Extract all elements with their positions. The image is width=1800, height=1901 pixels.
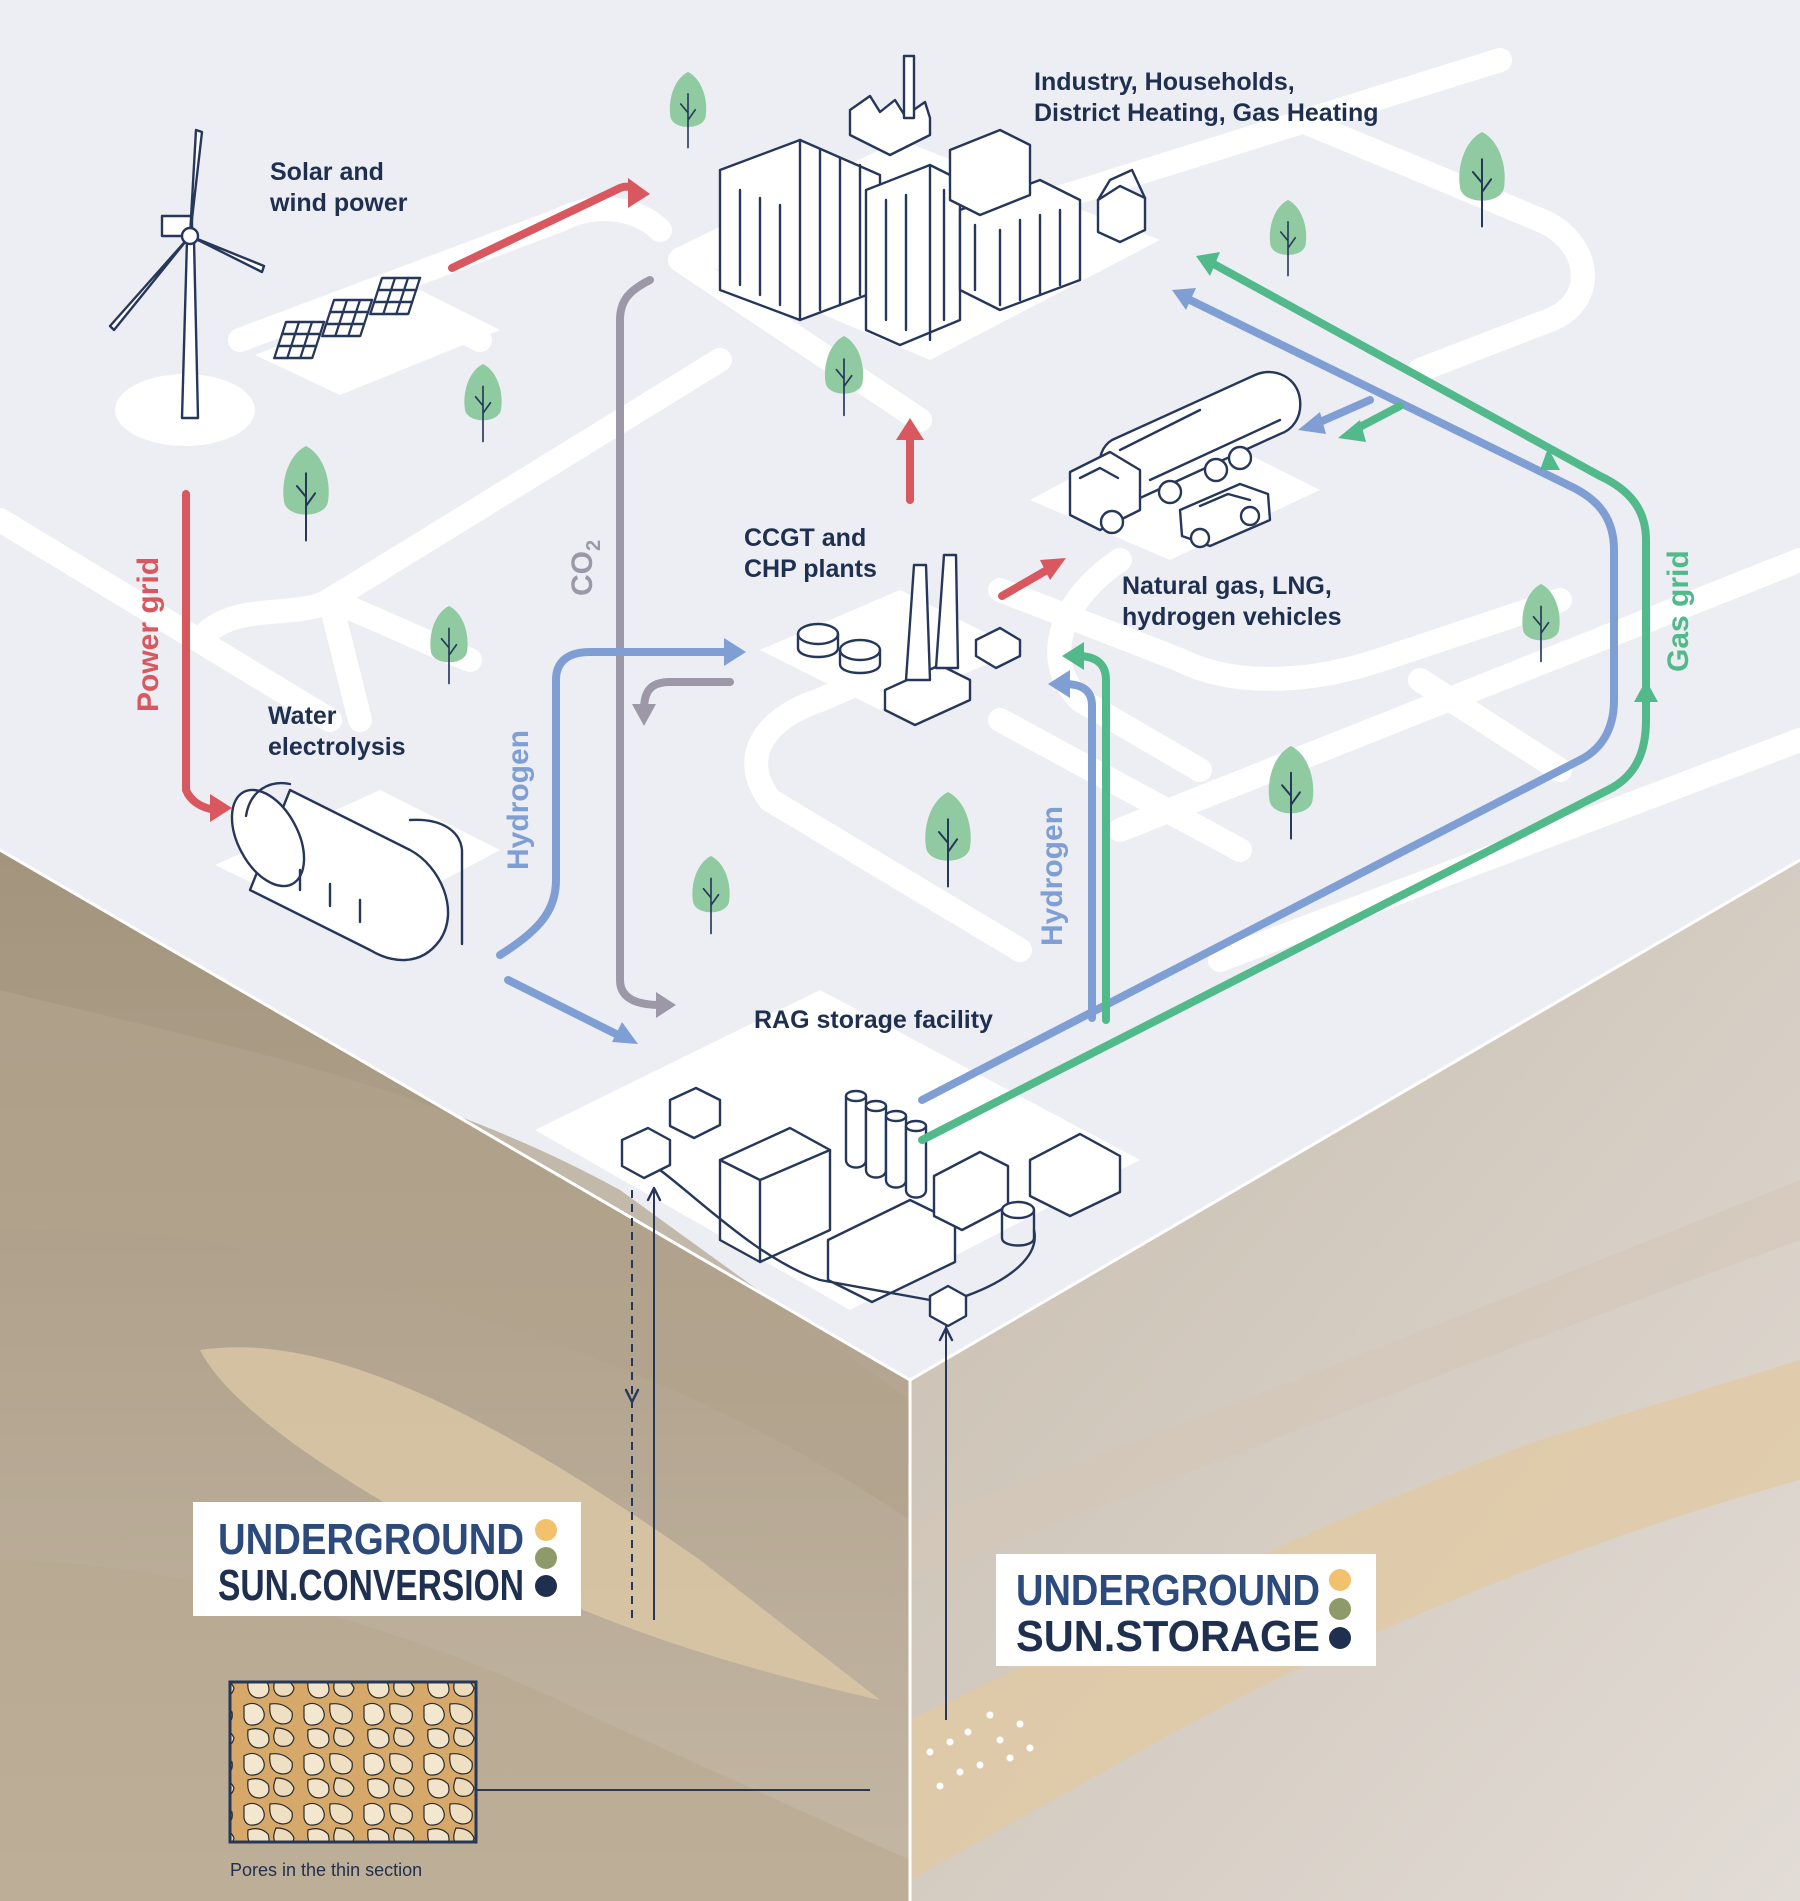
logo-conversion-line-1: UNDERGROUND — [218, 1515, 524, 1564]
electrolysis-line-2: electrolysis — [268, 733, 406, 761]
vehicles-line-2: hydrogen vehicles — [1122, 603, 1342, 631]
gas-grid-label: Gas grid — [1662, 550, 1695, 672]
pores-caption: Pores in the thin section — [230, 1860, 422, 1880]
hydrogen-arrowheads — [612, 288, 1326, 1044]
logo-storage-line-2: SUN.STORAGE — [1016, 1612, 1320, 1661]
logo-conversion-line-2: SUN.CONVERSION — [218, 1561, 524, 1610]
solar-panels-icon — [273, 276, 422, 360]
logo-sun-storage: UNDERGROUND SUN.STORAGE — [996, 1554, 1376, 1666]
borehole-lines — [476, 1186, 954, 1791]
thin-section-image — [228, 1680, 478, 1844]
electrolysis-line-1: Water — [268, 702, 337, 730]
industry-label: Industry, Households, District Heating, … — [1034, 68, 1379, 127]
solar-wind-label: Solar and wind power — [269, 158, 408, 217]
logo-dot-yellow-icon — [535, 1519, 557, 1541]
ccgt-line-2: CHP plants — [744, 555, 877, 583]
logo-dot-yellow-icon — [1329, 1569, 1351, 1591]
electrolysis-tank-icon — [230, 781, 464, 962]
hydrogen-label-left: Hydrogen — [502, 730, 535, 870]
road-network — [0, 48, 1800, 972]
storage-facility-label: RAG storage facility — [754, 1006, 993, 1034]
power-grid-label: Power grid — [132, 557, 165, 712]
storage-facility-icon — [620, 1086, 1122, 1328]
co2-label: CO2 — [566, 540, 605, 596]
ccgt-line-1: CCGT and — [744, 524, 866, 552]
logo-storage-line-1: UNDERGROUND — [1016, 1566, 1320, 1615]
gas-arrowheads — [1062, 252, 1658, 702]
pore-dots — [926, 1711, 1034, 1790]
power-arrowheads — [210, 178, 1066, 822]
vehicles-label: Natural gas, LNG, hydrogen vehicles — [1122, 572, 1342, 631]
logo-dot-green-icon — [1329, 1598, 1351, 1620]
city-buildings-icon — [718, 54, 1147, 347]
electrolysis-label: Water electrolysis — [268, 702, 406, 761]
vehicles-line-1: Natural gas, LNG, — [1122, 572, 1332, 600]
industry-line-1: Industry, Households, — [1034, 68, 1295, 96]
logo-sun-conversion: UNDERGROUND SUN.CONVERSION — [193, 1502, 581, 1616]
solar-wind-line-2: wind power — [269, 189, 408, 217]
hydrogen-label-right: Hydrogen — [1036, 806, 1069, 946]
ccgt-label: CCGT and CHP plants — [744, 524, 877, 583]
co2-label-sub: 2 — [583, 540, 605, 551]
vehicles-icon — [1068, 370, 1302, 549]
logo-dot-green-icon — [535, 1547, 557, 1569]
logo-dot-navy-icon — [1329, 1627, 1351, 1649]
wind-turbine-icon — [108, 128, 266, 420]
ccgt-plant-icon — [796, 553, 1022, 727]
logo-dot-navy-icon — [535, 1575, 557, 1597]
co2-arrowheads — [632, 704, 676, 1018]
co2-label-main: CO — [566, 551, 599, 596]
solar-wind-line-1: Solar and — [270, 158, 384, 186]
industry-line-2: District Heating, Gas Heating — [1034, 99, 1379, 127]
